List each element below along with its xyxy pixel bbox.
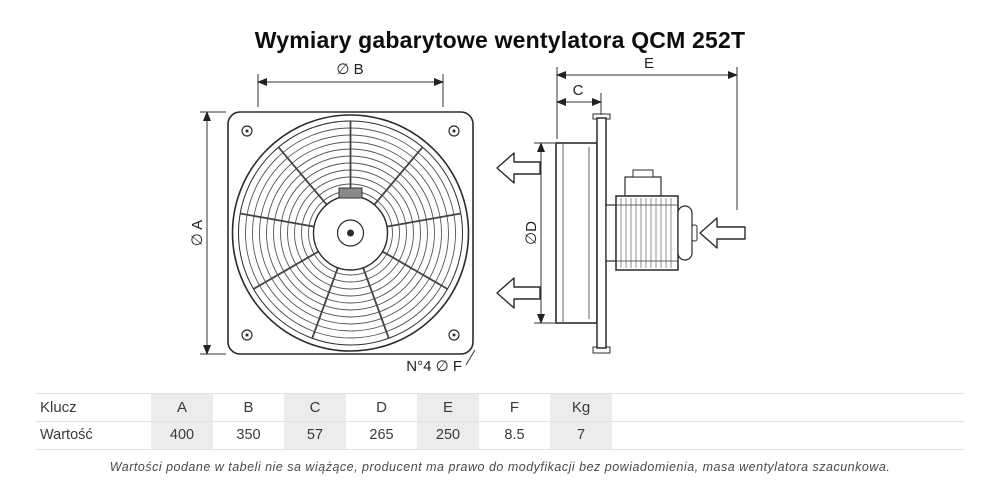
dim-label-d: ∅D [523, 221, 540, 245]
table-value-cell: 350 [236, 427, 261, 443]
motor-rear-cap [677, 205, 693, 261]
table-value-cell: 8.5 [504, 427, 525, 443]
table-header-cell: F [509, 399, 520, 416]
table-header-cell: D [376, 399, 387, 416]
fan-side-view [555, 113, 698, 354]
fan-ring-outer [231, 114, 470, 352]
fan-dimension-diagram: ∅ B ∅ A N°4 ∅ F [189, 55, 746, 375]
airflow-arrow-right [699, 217, 746, 249]
table-row-values: Wartość 400 350 57 265 250 8.5 7 [35, 422, 965, 450]
terminal-box-cap [632, 169, 654, 178]
table-value-cell: 265 [369, 427, 394, 443]
side-dimensions: E C ∅D [523, 55, 738, 324]
dim-label-a: ∅ A [189, 220, 206, 246]
dim-label-e: E [644, 55, 654, 72]
table-header-cell: C [284, 394, 346, 421]
table-value-cell: 7 [550, 422, 612, 449]
table-value-cell: 250 [417, 422, 479, 449]
airflow-arrow-left-bottom [496, 277, 541, 309]
disclaimer-text: Wartości podane w tabeli nie sa wiążące,… [109, 460, 891, 474]
grille-spokes [240, 121, 461, 339]
motor-shaft-stub [691, 224, 698, 242]
motor-body [615, 195, 679, 271]
airflow-arrow-left-top [496, 152, 541, 184]
motor-fins [620, 198, 672, 268]
terminal-box [624, 176, 662, 197]
holes-note-label: N°4 ∅ F [406, 358, 462, 375]
motor-flange [605, 204, 617, 262]
table-value-cell: 57 [284, 422, 346, 449]
page-title: Wymiary gabarytowe wentylatora QCM 252T [254, 27, 746, 53]
fan-front-view [227, 111, 474, 355]
side-casing [555, 142, 598, 324]
hub-center-dot [347, 229, 354, 237]
dim-label-b: ∅ B [336, 61, 363, 78]
dimensions-table: Klucz A B C D E F Kg Wartość 400 350 57 … [35, 393, 965, 450]
front-dimensions: ∅ B ∅ A N°4 ∅ F [189, 61, 476, 375]
table-row-label: Wartość [40, 427, 93, 443]
table-header-cell: Kg [550, 394, 612, 421]
airflow-arrows [496, 152, 746, 309]
table-value-cell: 400 [151, 422, 213, 449]
hub-mount-block [338, 187, 363, 199]
table-header-cell: E [417, 394, 479, 421]
dim-label-c: C [573, 82, 584, 99]
table-header-cell: B [243, 399, 254, 416]
table-row-keys: Klucz A B C D E F Kg [35, 394, 965, 422]
corner-holes [241, 125, 460, 341]
table-header-cell: A [151, 394, 213, 421]
side-mounting-plate [596, 117, 607, 349]
hub-center-ring [336, 219, 365, 247]
table-row-label: Klucz [40, 399, 77, 416]
